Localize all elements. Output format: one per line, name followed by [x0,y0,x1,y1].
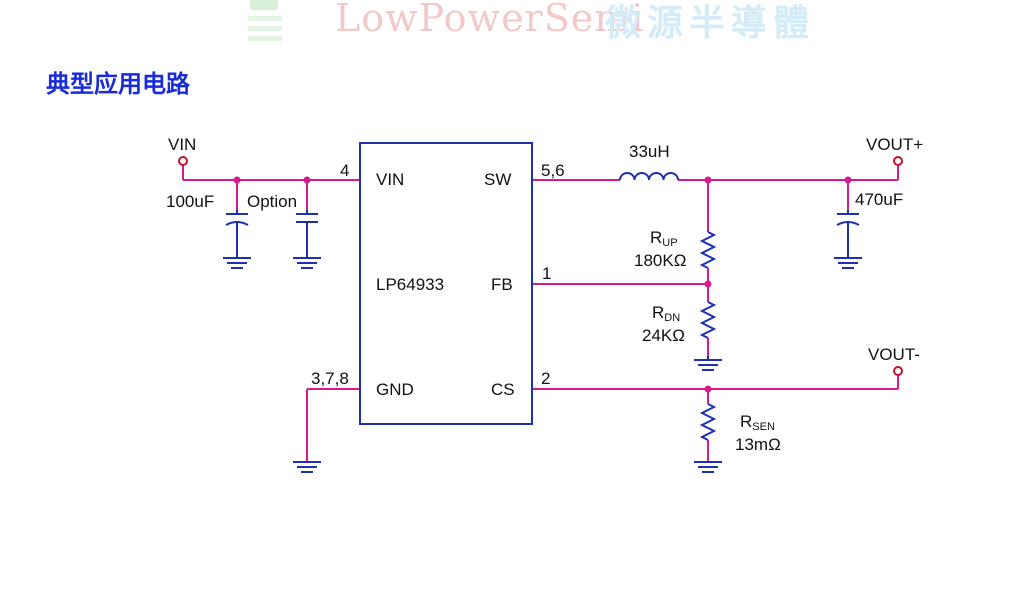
cout-capacitor-icon [836,210,860,258]
rup-resistor-icon [699,231,717,269]
inductor-value: 33uH [629,142,670,161]
ic-pin-gnd-name: GND [376,380,414,399]
junction-dot [704,280,712,288]
watermark-chinese: 微源半導體 [605,3,816,44]
rup-designator: RUP [650,228,678,249]
copt-capacitor-icon [296,210,318,258]
rdn-resistor-icon [699,301,717,339]
junctions [233,176,852,393]
junction-dot [303,176,311,184]
rdn-value: 24KΩ [642,326,685,345]
cin-capacitor-icon [225,210,249,258]
rsen-value: 13mΩ [735,435,781,454]
vout-minus-terminal-icon [893,366,903,376]
copt-value: Option [247,192,297,211]
ground-icon [694,461,722,473]
vout-minus-label: VOUT- [868,345,920,364]
junction-dot [704,176,712,184]
watermark-brand: LowPowerSemi [335,0,645,40]
ic-pin-fb-name: FB [491,275,513,294]
vin-terminal-icon [178,156,188,166]
ic-pin-vin-number: 4 [340,161,349,180]
chip-logo-icon [240,0,290,50]
rsen-designator: RSEN [740,412,775,433]
cout-value: 470uF [855,190,903,209]
ground-icon [293,257,321,269]
rup-value: 180KΩ [634,251,686,270]
section-title: 典型应用电路 [46,70,190,98]
junction-dot [704,385,712,393]
terminals [178,156,903,376]
ground-icon [694,356,722,371]
watermark: LowPowerSemi 微源半導體 [0,0,1035,44]
inductor-icon [619,172,679,181]
cin-value: 100uF [166,192,214,211]
vout-plus-label: VOUT+ [866,135,923,154]
ic-part-number: LP64933 [376,275,444,294]
junction-dot [233,176,241,184]
ic-pin-sw-name: SW [484,170,511,189]
rsen-resistor-icon [699,403,717,441]
vin-terminal-label: VIN [168,135,196,154]
ic-pin-sw-number: 5,6 [541,161,565,180]
rdn-designator: RDN [652,303,680,324]
junction-dot [844,176,852,184]
ground-icon [223,257,251,269]
vout-plus-terminal-icon [893,156,903,166]
ground-icon [834,257,862,269]
ic-pin-gnd-number: 3,7,8 [311,369,349,388]
ic-pin-vin-name: VIN [376,170,404,189]
wires [182,165,899,462]
ic-pin-cs-name: CS [491,380,515,399]
ic-pin-fb-number: 1 [542,264,551,283]
ground-icon [293,461,321,473]
ic-pin-cs-number: 2 [541,369,550,388]
ic-body [359,142,533,425]
